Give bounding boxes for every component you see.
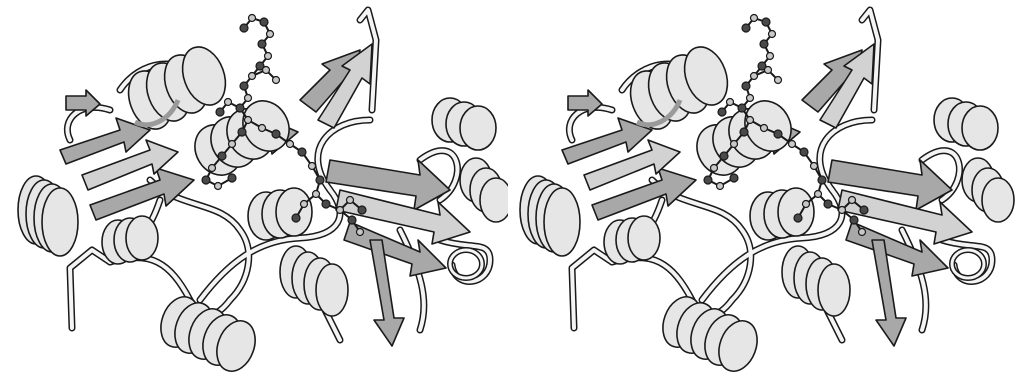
stereo-right-panel bbox=[508, 0, 1016, 381]
stereo-left-panel bbox=[0, 0, 508, 381]
protein-ribbon-left bbox=[0, 0, 508, 381]
protein-ribbon-right bbox=[508, 0, 1016, 381]
